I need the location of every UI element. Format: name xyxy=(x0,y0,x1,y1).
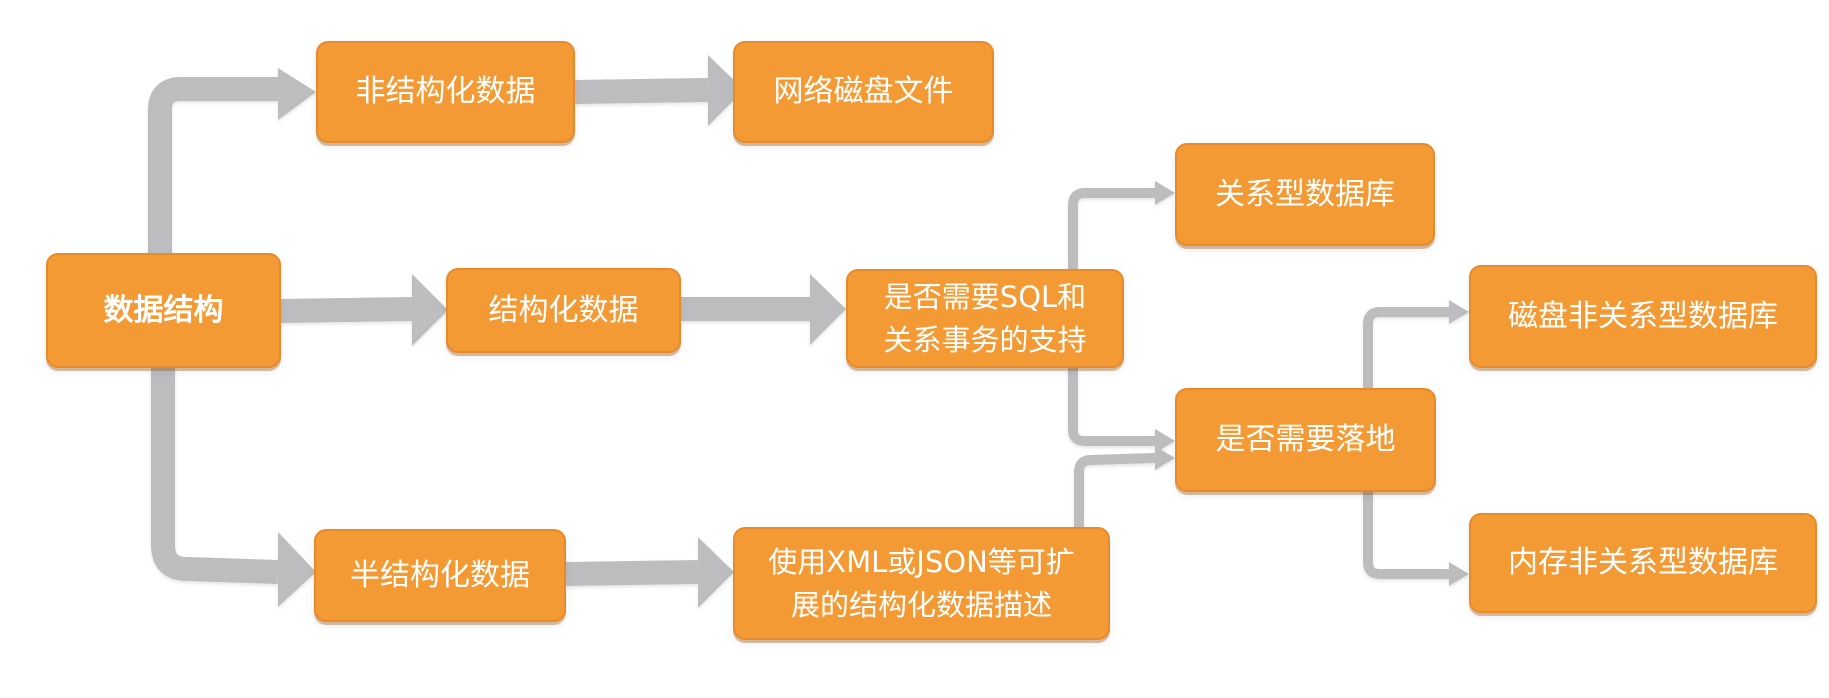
node-unstructured[interactable]: 非结构化数据 xyxy=(316,41,575,143)
arrow-data-structure-to-unstructured xyxy=(148,77,278,255)
arrowhead-network-disk-file xyxy=(708,55,744,126)
arrow-unstructured-to-network-disk-file xyxy=(574,78,709,104)
arrow-semi-structured-to-xml-json xyxy=(565,560,699,586)
arrowhead-need-sql xyxy=(810,274,846,345)
node-semi-structured[interactable]: 半结构化数据 xyxy=(314,529,566,622)
arrowhead-need-persist-upper xyxy=(1155,429,1175,453)
arrowhead-xml-json xyxy=(698,537,734,608)
arrowhead-structured xyxy=(412,274,448,346)
arrowhead-memory-nosql xyxy=(1449,562,1469,586)
arrow-need-sql-to-relational-db xyxy=(1068,188,1155,270)
node-disk-nosql[interactable]: 磁盘非关系型数据库 xyxy=(1469,265,1817,368)
node-need-sql[interactable]: 是否需要SQL和 关系事务的支持 xyxy=(846,269,1124,368)
node-structured[interactable]: 结构化数据 xyxy=(446,268,681,353)
node-relational-db[interactable]: 关系型数据库 xyxy=(1175,143,1435,246)
node-need-persist[interactable]: 是否需要落地 xyxy=(1175,388,1436,492)
arrowhead-need-persist-lower xyxy=(1155,446,1175,470)
arrowhead-relational-db xyxy=(1155,181,1175,205)
arrow-xml-json-to-need-persist xyxy=(1074,453,1156,528)
arrow-data-structure-to-structured xyxy=(279,297,413,323)
node-memory-nosql[interactable]: 内存非关系型数据库 xyxy=(1469,513,1817,613)
arrowhead-semi-structured xyxy=(278,532,316,607)
arrow-need-sql-to-need-persist xyxy=(1068,368,1155,446)
arrow-need-persist-to-memory-nosql xyxy=(1363,492,1449,579)
node-data-structure[interactable]: 数据结构 xyxy=(46,253,281,368)
node-network-disk-file[interactable]: 网络磁盘文件 xyxy=(733,41,994,143)
arrowhead-unstructured xyxy=(278,68,316,120)
node-xml-json[interactable]: 使用XML或JSON等可扩 展的结构化数据描述 xyxy=(733,527,1110,640)
arrow-need-persist-to-disk-nosql xyxy=(1363,307,1449,388)
arrow-data-structure-to-semi-structured xyxy=(151,365,279,584)
arrowhead-disk-nosql xyxy=(1449,300,1469,324)
